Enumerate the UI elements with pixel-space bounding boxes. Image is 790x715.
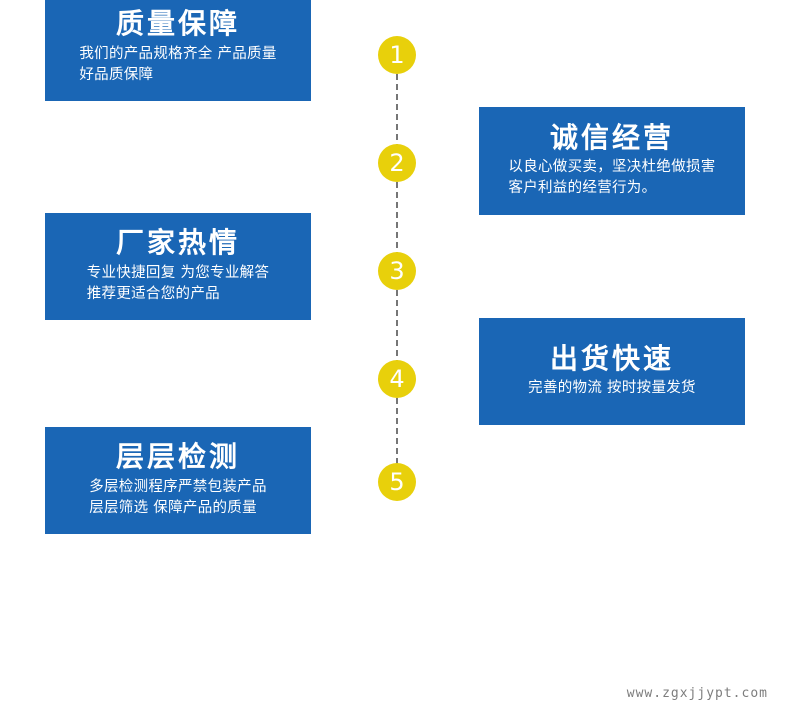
feature-card-integrity: 诚信经营 以良心做买卖，坚决杜绝做损害 客户利益的经营行为。 [479, 107, 745, 215]
feature-card-description: 我们的产品规格齐全 产品质量 好品质保障 [79, 45, 277, 83]
feature-card-title: 厂家热情 [115, 226, 240, 260]
timeline: 1 2 3 4 5 [373, 0, 421, 560]
feature-card-factory: 厂家热情 专业快捷回复 为您专业解答 推荐更适合您的产品 [45, 213, 311, 320]
feature-card-title: 质量保障 [115, 7, 240, 41]
feature-card-title: 诚信经营 [549, 120, 674, 154]
timeline-connector-4 [396, 398, 398, 484]
timeline-step-1: 1 [378, 36, 416, 74]
feature-card-title: 出货快速 [549, 341, 674, 375]
feature-card-description: 多层检测程序严禁包装产品 层层筛选 保障产品的质量 [89, 478, 267, 516]
timeline-connector-2 [396, 182, 398, 268]
feature-card-description: 以良心做买卖，坚决杜绝做损害 客户利益的经营行为。 [508, 159, 716, 197]
feature-card-title: 层层检测 [115, 440, 240, 474]
timeline-step-2: 2 [378, 144, 416, 182]
timeline-connector-1 [396, 74, 398, 160]
feature-card-quality: 质量保障 我们的产品规格齐全 产品质量 好品质保障 [45, 0, 311, 101]
feature-card-testing: 层层检测 多层检测程序严禁包装产品 层层筛选 保障产品的质量 [45, 427, 311, 534]
feature-card-description: 专业快捷回复 为您专业解答 推荐更适合您的产品 [86, 264, 270, 302]
site-watermark: www.zgxjjypt.com [626, 686, 768, 701]
timeline-step-3: 3 [378, 252, 416, 290]
timeline-connector-3 [396, 290, 398, 376]
timeline-step-4: 4 [378, 360, 416, 398]
timeline-step-5: 5 [378, 463, 416, 501]
feature-card-shipping: 出货快速 完善的物流 按时按量发货 [479, 318, 745, 425]
feature-card-description: 完善的物流 按时按量发货 [528, 380, 696, 397]
